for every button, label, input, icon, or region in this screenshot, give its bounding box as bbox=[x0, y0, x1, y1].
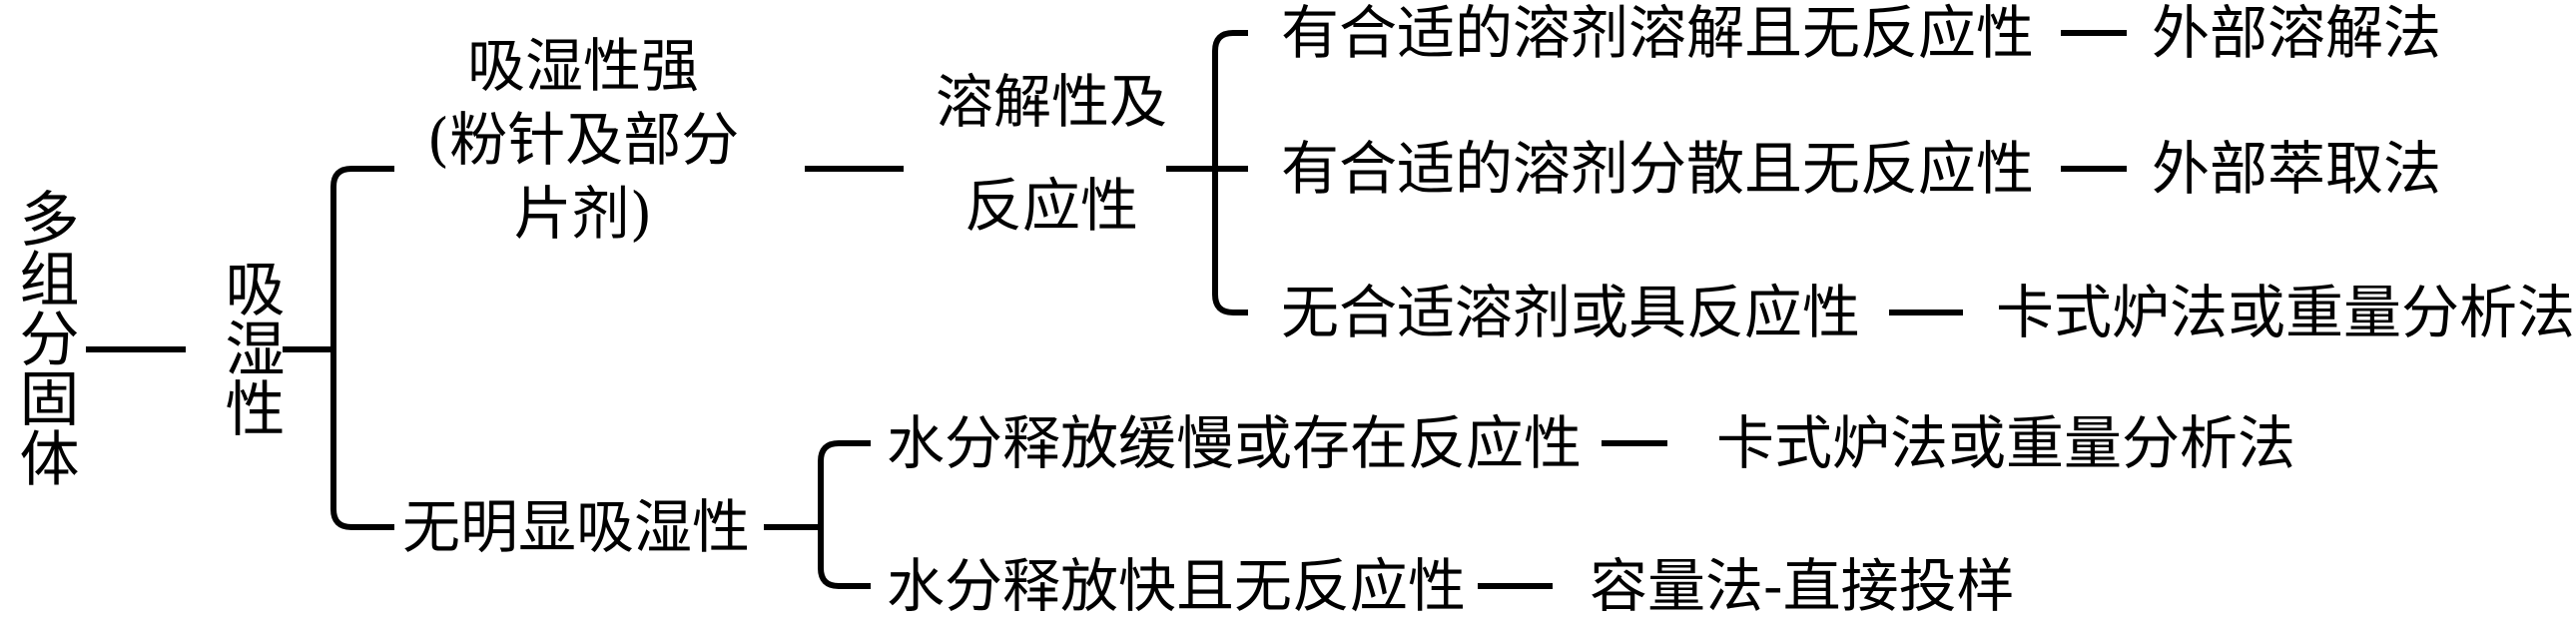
method-strong-3: 卡式炉法或重量分析法 bbox=[1996, 279, 2576, 346]
bracket-weak bbox=[818, 440, 871, 589]
strong-hygroscopic-line2: (粉针及部分 bbox=[426, 106, 740, 174]
criterion-line2: 反应性 bbox=[964, 172, 1138, 240]
criterion-line1: 溶解性及 bbox=[935, 68, 1167, 136]
method-strong-2: 外部萃取法 bbox=[2152, 135, 2442, 203]
condition-strong-3: 无合适溶剂或具反应性 bbox=[1281, 279, 1861, 346]
condition-weak-2: 水分释放快且无反应性 bbox=[887, 552, 1467, 620]
hygroscopicity-node: 吸湿性 bbox=[215, 258, 285, 437]
condition-strong-2: 有合适的溶剂分散且无反应性 bbox=[1281, 135, 2035, 203]
bracket-level1 bbox=[330, 166, 394, 530]
strong-hygroscopic-line3: 片剂) bbox=[513, 180, 653, 248]
condition-strong-1: 有合适的溶剂溶解且无反应性 bbox=[1281, 0, 2035, 67]
method-weak-2: 容量法-直接投样 bbox=[1590, 552, 2015, 620]
strong-hygroscopic-line1: 吸湿性强 bbox=[466, 32, 699, 100]
method-strong-1: 外部溶解法 bbox=[2152, 0, 2442, 67]
method-weak-1: 卡式炉法或重量分析法 bbox=[1716, 409, 2296, 477]
root-node: 多组分固体 bbox=[9, 188, 79, 487]
bracket-strong bbox=[1212, 30, 1248, 315]
condition-weak-1: 水分释放缓慢或存在反应性 bbox=[887, 409, 1583, 477]
weak-hygroscopic-node: 无明显吸湿性 bbox=[402, 493, 751, 561]
